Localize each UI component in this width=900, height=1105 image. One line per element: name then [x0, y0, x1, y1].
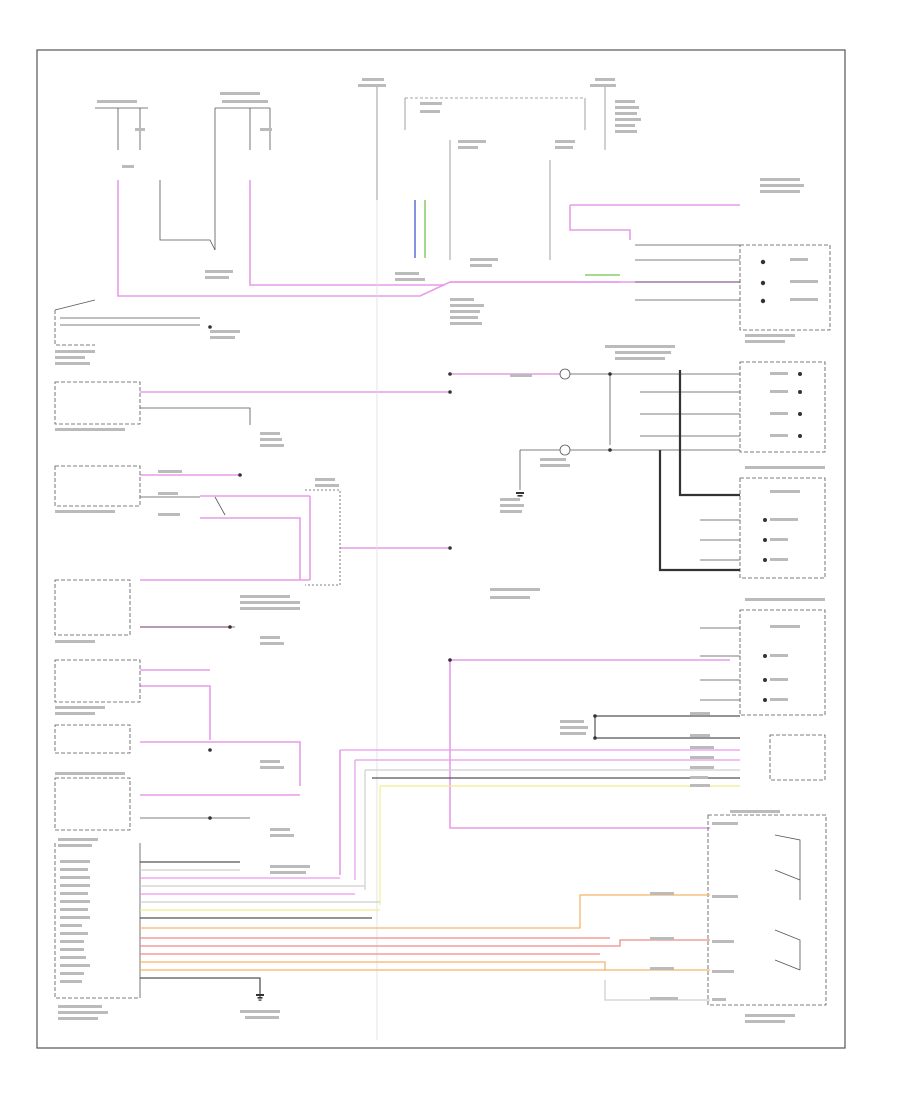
- pink-wires: [117, 180, 740, 875]
- dark-harness: [658, 370, 740, 572]
- right-top-pins: [760, 259, 766, 304]
- top-center-text-blobs: [358, 78, 641, 325]
- steering-wheel-switch-block: [95, 107, 271, 251]
- colored-segments: [414, 200, 620, 276]
- bottom-left-connector: [54, 843, 141, 999]
- wire-long-pink: [449, 660, 710, 829]
- bottom-harness-wires: [140, 861, 710, 1001]
- right-top-text: [745, 178, 818, 343]
- right-top-module: [635, 244, 831, 331]
- splice-dots: [208, 325, 612, 820]
- left-modules: [54, 299, 341, 831]
- left-text-blobs: [55, 330, 339, 837]
- ground-symbols: [256, 492, 524, 1001]
- lower-right-text: [560, 712, 795, 1023]
- wire-switch-to-center: [117, 180, 620, 297]
- top-left-text-blobs: [97, 92, 272, 279]
- wire-switch-2: [249, 180, 445, 286]
- lower-right-module: [707, 734, 827, 1006]
- lower-right-wires: [340, 715, 740, 905]
- bottom-left-text: [58, 838, 678, 1020]
- diagram-frame: [36, 49, 846, 1049]
- steering-switch-module: [519, 361, 826, 716]
- gray-wires-top: [376, 85, 606, 1040]
- mid-right-text: [490, 345, 825, 701]
- switch-pins: [763, 372, 802, 702]
